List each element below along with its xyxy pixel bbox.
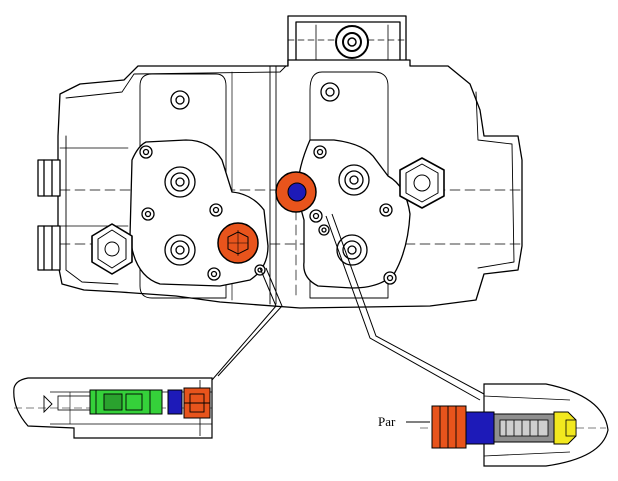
right-plate xyxy=(297,71,411,299)
left-hex-nut xyxy=(91,223,133,275)
left-side-ports xyxy=(37,159,61,271)
leader-lines xyxy=(211,213,485,401)
right-hex-nut xyxy=(399,157,445,209)
left-section-detail xyxy=(13,377,213,439)
orange-port-upper xyxy=(275,171,317,213)
top-cap-block xyxy=(287,15,407,67)
right-section-detail xyxy=(420,383,609,467)
orange-cap-right xyxy=(431,405,467,449)
par-label: Par xyxy=(378,414,396,429)
blue-plug-right xyxy=(465,411,495,445)
orange-port-lower xyxy=(217,222,259,264)
blue-plug-left xyxy=(167,389,183,415)
yellow-tip xyxy=(565,419,577,437)
